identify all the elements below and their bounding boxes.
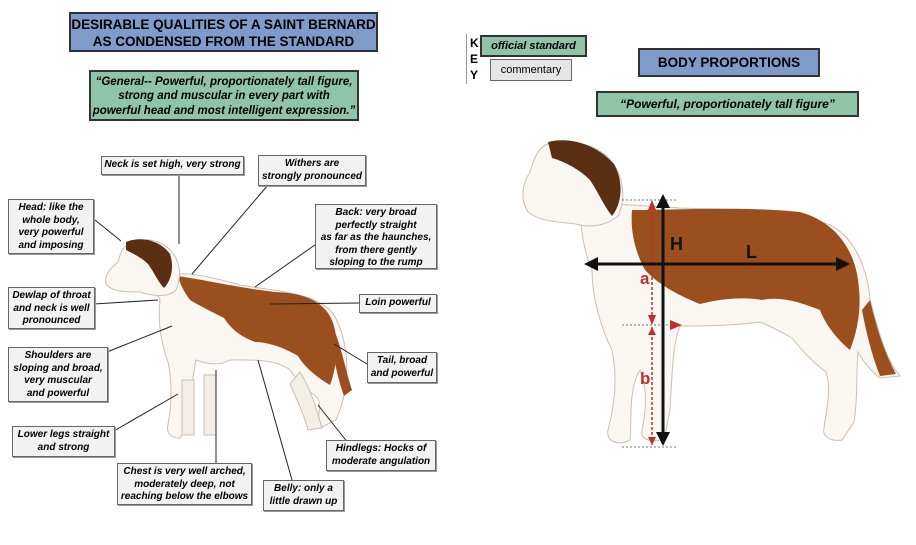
back-line-1: Back: very broad [335,207,417,218]
dewlap-line-2: and neck is well [13,302,90,314]
callout-chest: Chest is very well arched, moderately de… [117,463,252,505]
callout-belly: Belly: only a little drawn up [263,480,344,511]
dewlap-line-3: pronounced [22,315,81,326]
shoulders-line-2: sloping and broad, [13,362,103,374]
belly-line-1: Belly: only a [274,483,333,494]
hindlegs-line-2: moderate angulation [331,455,431,467]
hindlegs-line-1: Hindlegs: Hocks of [335,443,427,454]
segment-a-label: a [640,269,650,288]
head-line-1: Head: like the [18,202,84,213]
dog-illustration-right [522,140,902,444]
segment-b-label: b [640,369,650,388]
main-title: DESIRABLE QUALITIES OF A SAINT BERNARD A… [69,12,378,52]
proportions-subtitle: “Powerful, proportionately tall figure” [596,91,859,117]
head-line-4: and imposing [18,239,84,251]
callout-back: Back: very broad perfectly straight as f… [315,204,437,269]
general-line-3: powerful head and most intelligent expre… [92,104,356,117]
chest-line-3: reaching below the elbows [120,491,249,502]
shoulders-line-1: Shoulders are [24,350,92,361]
key-letter-y: Y [470,68,479,82]
chest-line-1: Chest is very well arched, [123,466,246,477]
callout-withers: Withers are strongly pronounced [258,155,366,186]
back-line-3: as far as the haunches, [320,232,432,243]
callout-tail: Tail, broad and powerful [367,352,437,383]
general-standard-box: “General-- Powerful, proportionately tal… [89,70,359,121]
head-line-2: whole body, [22,214,80,226]
withers-line-2: strongly pronounced [262,170,362,182]
key-letter-k: K [470,36,479,50]
shoulders-line-3: very muscular [24,375,92,386]
height-label: H [670,234,683,254]
main-title-line-1: DESIRABLE QUALITIES OF A SAINT BERNARD [71,17,376,32]
back-line-5: sloping to the rump [329,257,423,268]
chest-line-2: moderately deep, not [134,478,235,490]
callout-hindlegs: Hindlegs: Hocks of moderate angulation [326,440,436,471]
tail-line-1: Tail, broad [376,355,428,366]
callout-neck: Neck is set high, very strong [101,156,244,175]
callout-head: Head: like the whole body, very powerful… [8,199,94,254]
dewlap-line-1: Dewlap of throat [12,290,91,301]
proportions-title: BODY PROPORTIONS [638,48,820,77]
callout-dewlap: Dewlap of throat and neck is well pronou… [8,287,95,329]
general-line-1: “General-- Powerful, proportionately tal… [95,76,353,88]
callout-loin: Loin powerful [359,294,437,313]
lowerlegs-line-1: Lower legs straight [17,429,110,440]
callout-shoulders: Shoulders are sloping and broad, very mu… [8,347,108,402]
callout-lower-legs: Lower legs straight and strong [12,426,115,457]
back-line-4: from there gently [335,244,417,256]
belly-line-2: little drawn up [269,495,338,507]
key-letter-e: E [470,52,479,66]
proportion-measurements: H L a b [584,194,850,448]
back-line-2: perfectly straight [335,219,417,231]
tail-line-2: and powerful [370,367,434,379]
head-line-3: very powerful [18,227,84,238]
general-line-2: strong and muscular in every part with [118,90,330,103]
length-label: L [746,242,757,262]
key-standard-swatch: official standard [480,35,587,57]
key-legend: K E Y official standard commentary [466,34,589,84]
lowerlegs-line-2: and strong [37,441,90,453]
main-title-line-2: AS CONDENSED FROM THE STANDARD [92,33,355,49]
shoulders-line-4: and powerful [26,387,90,399]
key-letters: K E Y [470,35,479,83]
key-commentary-swatch: commentary [490,59,572,81]
withers-line-1: Withers are [284,158,340,169]
